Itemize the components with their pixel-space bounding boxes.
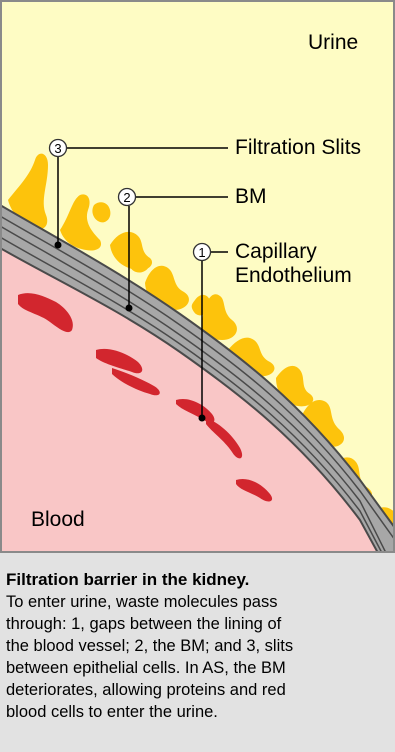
- caption-body: To enter urine, waste molecules pass thr…: [6, 591, 389, 723]
- capillary-label: Capillary: [235, 240, 317, 264]
- blood-label: Blood: [31, 508, 85, 532]
- bm-label: BM: [235, 185, 267, 209]
- caption-line: blood cells to enter the urine.: [6, 703, 218, 721]
- caption-line: through: 1, gaps between the lining of: [6, 615, 281, 633]
- callout-marker-3: 3: [50, 140, 67, 157]
- caption-line: the blood vessel; 2, the BM; and 3, slit…: [6, 637, 293, 655]
- callout-number-3: 3: [54, 141, 61, 156]
- caption-line: between epithelial cells. In AS, the BM: [6, 659, 286, 677]
- urine-label: Urine: [308, 31, 358, 55]
- figure-caption: Filtration barrier in the kidney. To ent…: [0, 553, 395, 752]
- callout-dot-2: [126, 305, 133, 312]
- caption-line: To enter urine, waste molecules pass: [6, 593, 277, 611]
- filtration-slits-label: Filtration Slits: [235, 136, 361, 160]
- callout-number-2: 2: [123, 190, 130, 205]
- endothelium-label: Endothelium: [235, 264, 352, 288]
- callout-marker-2: 2: [119, 189, 136, 206]
- caption-line: deteriorates, allowing proteins and red: [6, 681, 286, 699]
- callout-marker-1: 1: [194, 244, 211, 261]
- callout-dot-1: [199, 415, 206, 422]
- callout-dot-3: [55, 242, 62, 249]
- caption-title: Filtration barrier in the kidney.: [6, 569, 389, 591]
- callout-number-1: 1: [198, 245, 205, 260]
